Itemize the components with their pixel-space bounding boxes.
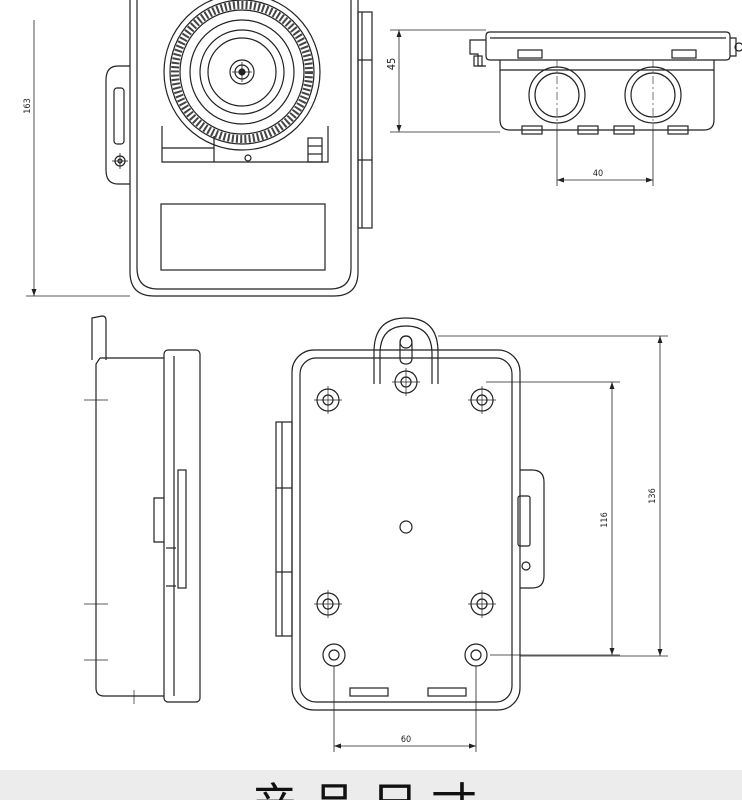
label-height-163: 163 <box>23 98 33 113</box>
dimension-port-spacing-40 <box>556 130 654 186</box>
label-holes-60: 60 <box>401 735 411 745</box>
footer-banner: 产品尺寸 <box>0 770 742 800</box>
side-view <box>84 315 201 704</box>
dimension-depth-45 <box>390 29 500 133</box>
dimension-holes-60 <box>333 666 477 752</box>
dimension-height-163 <box>26 20 130 297</box>
front-view <box>105 0 373 297</box>
dimension-drawing: 163 45 40 136 116 60 <box>23 0 742 752</box>
top-view <box>469 31 742 135</box>
back-view <box>275 317 545 711</box>
footer-title: 产品尺寸 <box>0 782 742 800</box>
label-port-spacing-40: 40 <box>593 169 603 179</box>
label-mount-136: 136 <box>648 488 658 503</box>
label-holes-116: 116 <box>600 512 610 527</box>
dimension-mount-136 <box>438 335 668 657</box>
dimension-holes-116 <box>486 381 620 656</box>
label-depth-45: 45 <box>385 58 398 71</box>
